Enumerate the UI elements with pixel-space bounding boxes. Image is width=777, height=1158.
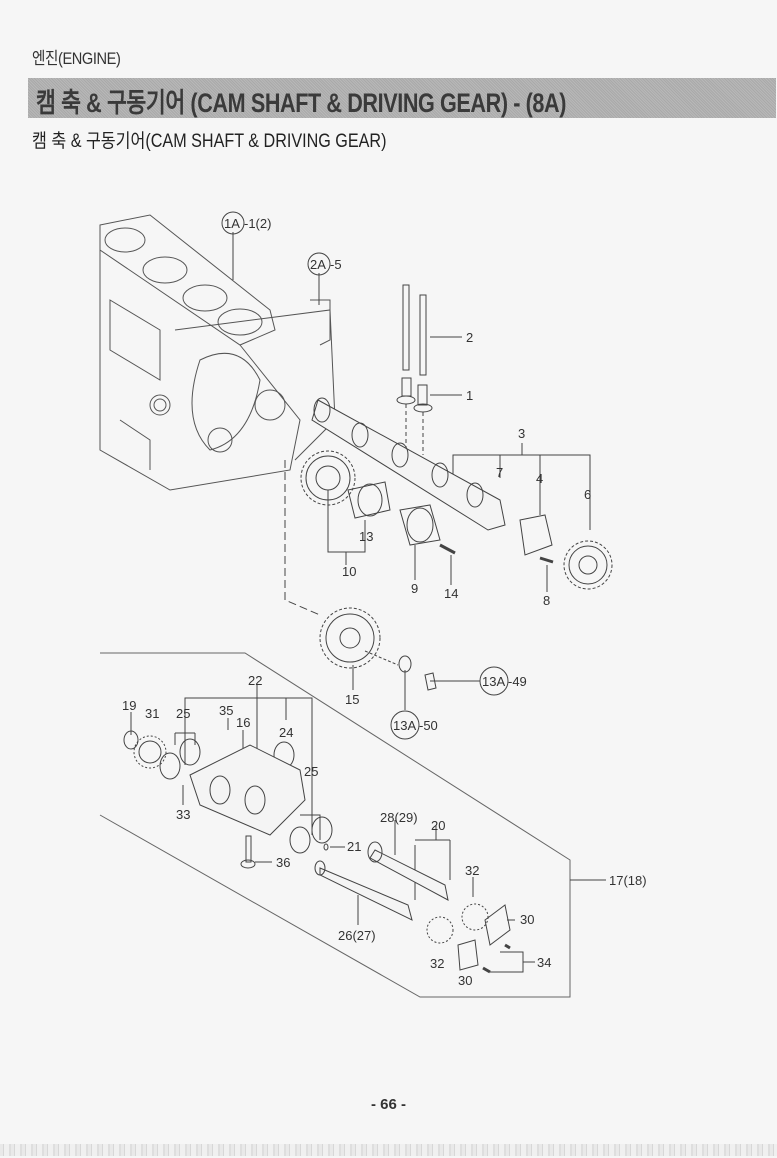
- part-label-35: 35: [219, 703, 233, 718]
- reference-callouts: [221, 211, 509, 740]
- part-label-19: 19: [122, 698, 136, 713]
- part-label-2: 2: [466, 330, 473, 345]
- ref-13a-50-suffix: -50: [419, 718, 438, 733]
- part-label-21: 21: [347, 839, 361, 854]
- part-label-9: 9: [411, 581, 418, 596]
- part-label-1: 1: [466, 388, 473, 403]
- leader-lines: [99, 232, 606, 998]
- part-label-33: 33: [176, 807, 190, 822]
- part-label-26: 26(27): [338, 928, 376, 943]
- camshaft: [311, 397, 506, 531]
- part-label-16: 16: [236, 715, 250, 730]
- ref-2a-suffix: -5: [330, 257, 342, 272]
- ref-circle-2a: [307, 252, 331, 276]
- part-label-32b: 32: [430, 956, 444, 971]
- ref-13a-49-code: 13A: [482, 674, 505, 689]
- part-label-25b: 25: [304, 764, 318, 779]
- part-label-6: 6: [584, 487, 591, 502]
- ref-circle-13a-50: [390, 710, 420, 740]
- part-label-15: 15: [345, 692, 359, 707]
- part-label-25a: 25: [176, 706, 190, 721]
- part-label-30b: 30: [458, 973, 472, 988]
- part-label-24: 24: [279, 725, 293, 740]
- ref-2a-code: 2A: [310, 257, 326, 272]
- page-number: - 66 -: [370, 1096, 406, 1113]
- part-label-17: 17(18): [609, 873, 647, 888]
- part-label-36: 36: [276, 855, 290, 870]
- ref-circle-13a-49: [479, 666, 509, 696]
- ref-13a-49-suffix: -49: [508, 674, 527, 689]
- gears: [300, 450, 613, 691]
- part-label-10: 10: [342, 564, 356, 579]
- part-label-30a: 30: [520, 912, 534, 927]
- part-label-34: 34: [537, 955, 551, 970]
- part-label-32a: 32: [465, 863, 479, 878]
- part-label-13: 13: [359, 529, 373, 544]
- ref-1a-code: 1A: [224, 216, 240, 231]
- part-label-14: 14: [444, 586, 458, 601]
- part-label-31: 31: [145, 706, 159, 721]
- part-label-7: 7: [496, 465, 503, 480]
- ref-13a-50-code: 13A: [393, 718, 416, 733]
- part-label-28: 28(29): [380, 810, 418, 825]
- balancer-housing: [123, 730, 511, 974]
- part-label-20: 20: [431, 818, 445, 833]
- part-label-22: 22: [248, 673, 262, 688]
- diagram-subtitle: 캠 축 & 구동기어(CAM SHAFT & DRIVING GEAR): [32, 131, 387, 152]
- page-title: 캠 축 & 구동기어 (CAM SHAFT & DRIVING GEAR) - …: [36, 88, 567, 118]
- section-heading: 엔진(ENGINE): [32, 49, 121, 68]
- part-label-8: 8: [543, 593, 550, 608]
- title-band: 캠 축 & 구동기어 (CAM SHAFT & DRIVING GEAR) - …: [28, 78, 776, 118]
- scan-artifact-strip: [0, 1144, 777, 1156]
- push-rods: [396, 284, 433, 455]
- ref-circle-1a: [221, 211, 245, 235]
- part-label-4: 4: [536, 471, 543, 486]
- ref-1a-suffix: -1(2): [244, 216, 271, 231]
- part-label-3: 3: [518, 426, 525, 441]
- engine-block-illustration: [99, 214, 336, 491]
